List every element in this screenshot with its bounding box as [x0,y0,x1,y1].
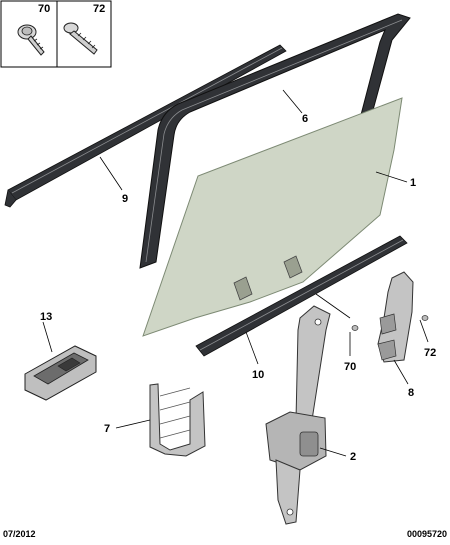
window-switch [24,345,97,401]
callout-9: 9 [122,193,128,205]
door-glass [142,97,403,337]
self-tapping-screw-icon [63,22,98,55]
screw-70-icon [351,325,359,331]
belt-seal-strip [4,44,287,208]
legend-number-70: 70 [38,3,50,15]
window-regulator [265,305,331,525]
footer-date: 07/2012 [3,529,36,539]
mounting-bracket [149,383,206,457]
callout-8: 8 [408,387,414,399]
callout-13: 13 [40,311,52,323]
leader-lines [42,89,429,457]
flange-screw-icon [17,24,45,56]
callout-70: 70 [344,361,356,373]
callout-72: 72 [424,347,436,359]
callout-10: 10 [252,369,264,381]
callout-2: 2 [350,451,356,463]
screw-72-icon [421,315,429,321]
inner-belt-seal [195,235,408,357]
callout-1: 1 [410,177,416,189]
footer-reference: 00095720 [406,529,447,539]
fastener-legend: 70 72 [0,0,112,68]
legend-number-72: 72 [93,3,105,15]
rear-regulator-bracket [377,271,414,363]
callout-7: 7 [104,423,110,435]
callout-6: 6 [302,113,308,125]
